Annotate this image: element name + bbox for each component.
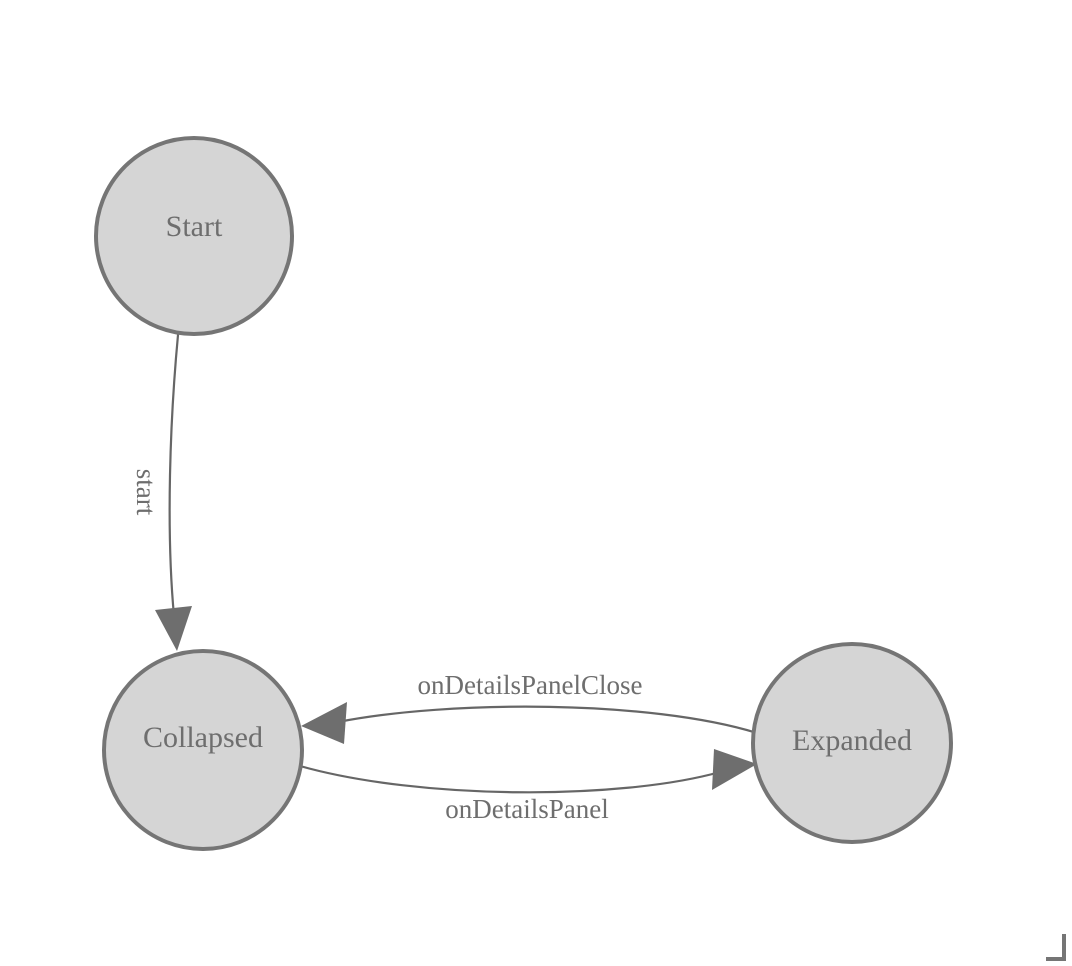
edge-expanded-to-collapsed[interactable]	[301, 702, 759, 744]
corner-mark-vertical-line	[1062, 934, 1066, 961]
edge-expanded-to-collapsed-arrowhead	[301, 702, 347, 744]
node-start-label: Start	[166, 210, 223, 243]
node-collapsed-label: Collapsed	[143, 721, 263, 754]
node-collapsed[interactable]: Collapsed	[102, 649, 304, 851]
edge-label-start: start	[131, 469, 161, 516]
edge-collapsed-to-expanded[interactable]	[298, 749, 757, 794]
edge-label-on-details-panel-close: onDetailsPanelClose	[418, 670, 643, 700]
node-start-circle	[94, 136, 294, 336]
edge-collapsed-to-expanded-path	[298, 764, 722, 794]
node-expanded[interactable]: Expanded	[751, 642, 953, 844]
edge-start-to-collapsed-path	[168, 333, 180, 618]
node-expanded-circle	[751, 642, 953, 844]
node-start[interactable]: Start	[94, 136, 294, 336]
edge-start-to-collapsed-arrowhead	[155, 606, 192, 651]
node-collapsed-circle	[102, 649, 304, 851]
edge-label-on-details-panel: onDetailsPanel	[445, 794, 608, 824]
edge-expanded-to-collapsed-path	[336, 705, 759, 735]
edge-collapsed-to-expanded-arrowhead	[712, 749, 757, 790]
edge-start-to-collapsed[interactable]	[155, 333, 192, 651]
bottom-right-corner-mark	[1046, 934, 1066, 961]
corner-mark-horizontal-line	[1046, 957, 1066, 961]
node-expanded-label: Expanded	[792, 724, 912, 757]
